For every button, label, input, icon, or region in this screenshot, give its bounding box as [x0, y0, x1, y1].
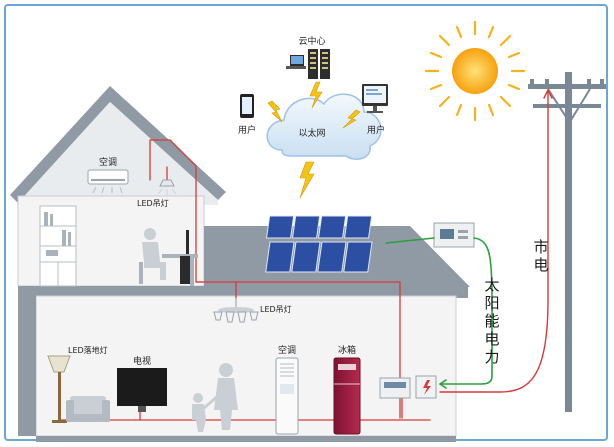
power-meter-icon — [379, 377, 411, 399]
television-icon — [117, 368, 167, 412]
solar-power-label: 太阳能电力 — [484, 276, 500, 366]
standing-air-conditioner-icon — [275, 357, 299, 435]
cloud-center-label: 云中心 — [298, 35, 325, 47]
family-icon — [192, 363, 238, 432]
lightning-bolt-icon — [342, 109, 361, 129]
utility-pole-icon — [528, 72, 606, 412]
air-conditioner-icon — [87, 169, 129, 194]
breaker-box-icon — [415, 375, 437, 399]
tv-label: 电视 — [133, 355, 151, 367]
solar-arrow-icon — [439, 379, 447, 389]
house-roof — [10, 86, 226, 205]
floor-slab — [18, 286, 468, 298]
fridge-label: 冰箱 — [338, 344, 356, 356]
smartphone-icon — [240, 94, 254, 118]
chandelier-icon — [213, 298, 259, 323]
lightning-bolt-icon — [309, 81, 323, 109]
grid-power-label: 市电 — [533, 238, 549, 274]
lightning-bolt-icon — [267, 100, 283, 123]
lightning-bolt-icon — [299, 161, 315, 199]
solar-panel-array-icon — [265, 215, 373, 273]
grid-line — [439, 89, 549, 393]
floor-lamp-icon — [47, 355, 71, 423]
refrigerator-icon — [333, 357, 361, 435]
internet-label: 以太网 — [298, 127, 325, 139]
user-left-label: 用户 — [238, 124, 256, 136]
ground-line — [36, 436, 456, 442]
led-ceiling-upper-label: LED吊灯 — [137, 198, 169, 208]
bookshelf-icon — [39, 205, 77, 287]
solar-line — [439, 237, 493, 385]
ceiling-lamp-icon — [157, 179, 177, 195]
inverter-box-icon — [433, 222, 475, 248]
grid-arrow-icon — [543, 89, 553, 99]
armchair-icon — [66, 396, 110, 422]
desktop-monitor-icon — [362, 84, 388, 113]
ac-lower-label: 空调 — [278, 344, 296, 356]
user-right-label: 用户 — [367, 124, 385, 136]
ac-upper-label: 空调 — [99, 156, 117, 168]
led-ceiling-lower-label: LED吊灯 — [260, 304, 292, 314]
sun-icon — [424, 20, 526, 122]
solar-line — [385, 237, 435, 244]
left-wall-column — [18, 286, 36, 436]
cloud-icon — [266, 93, 382, 160]
desk-with-person-icon — [139, 228, 198, 286]
floor-lamp-label: LED落地灯 — [68, 345, 108, 355]
cloud-center-devices-icon — [286, 49, 330, 79]
